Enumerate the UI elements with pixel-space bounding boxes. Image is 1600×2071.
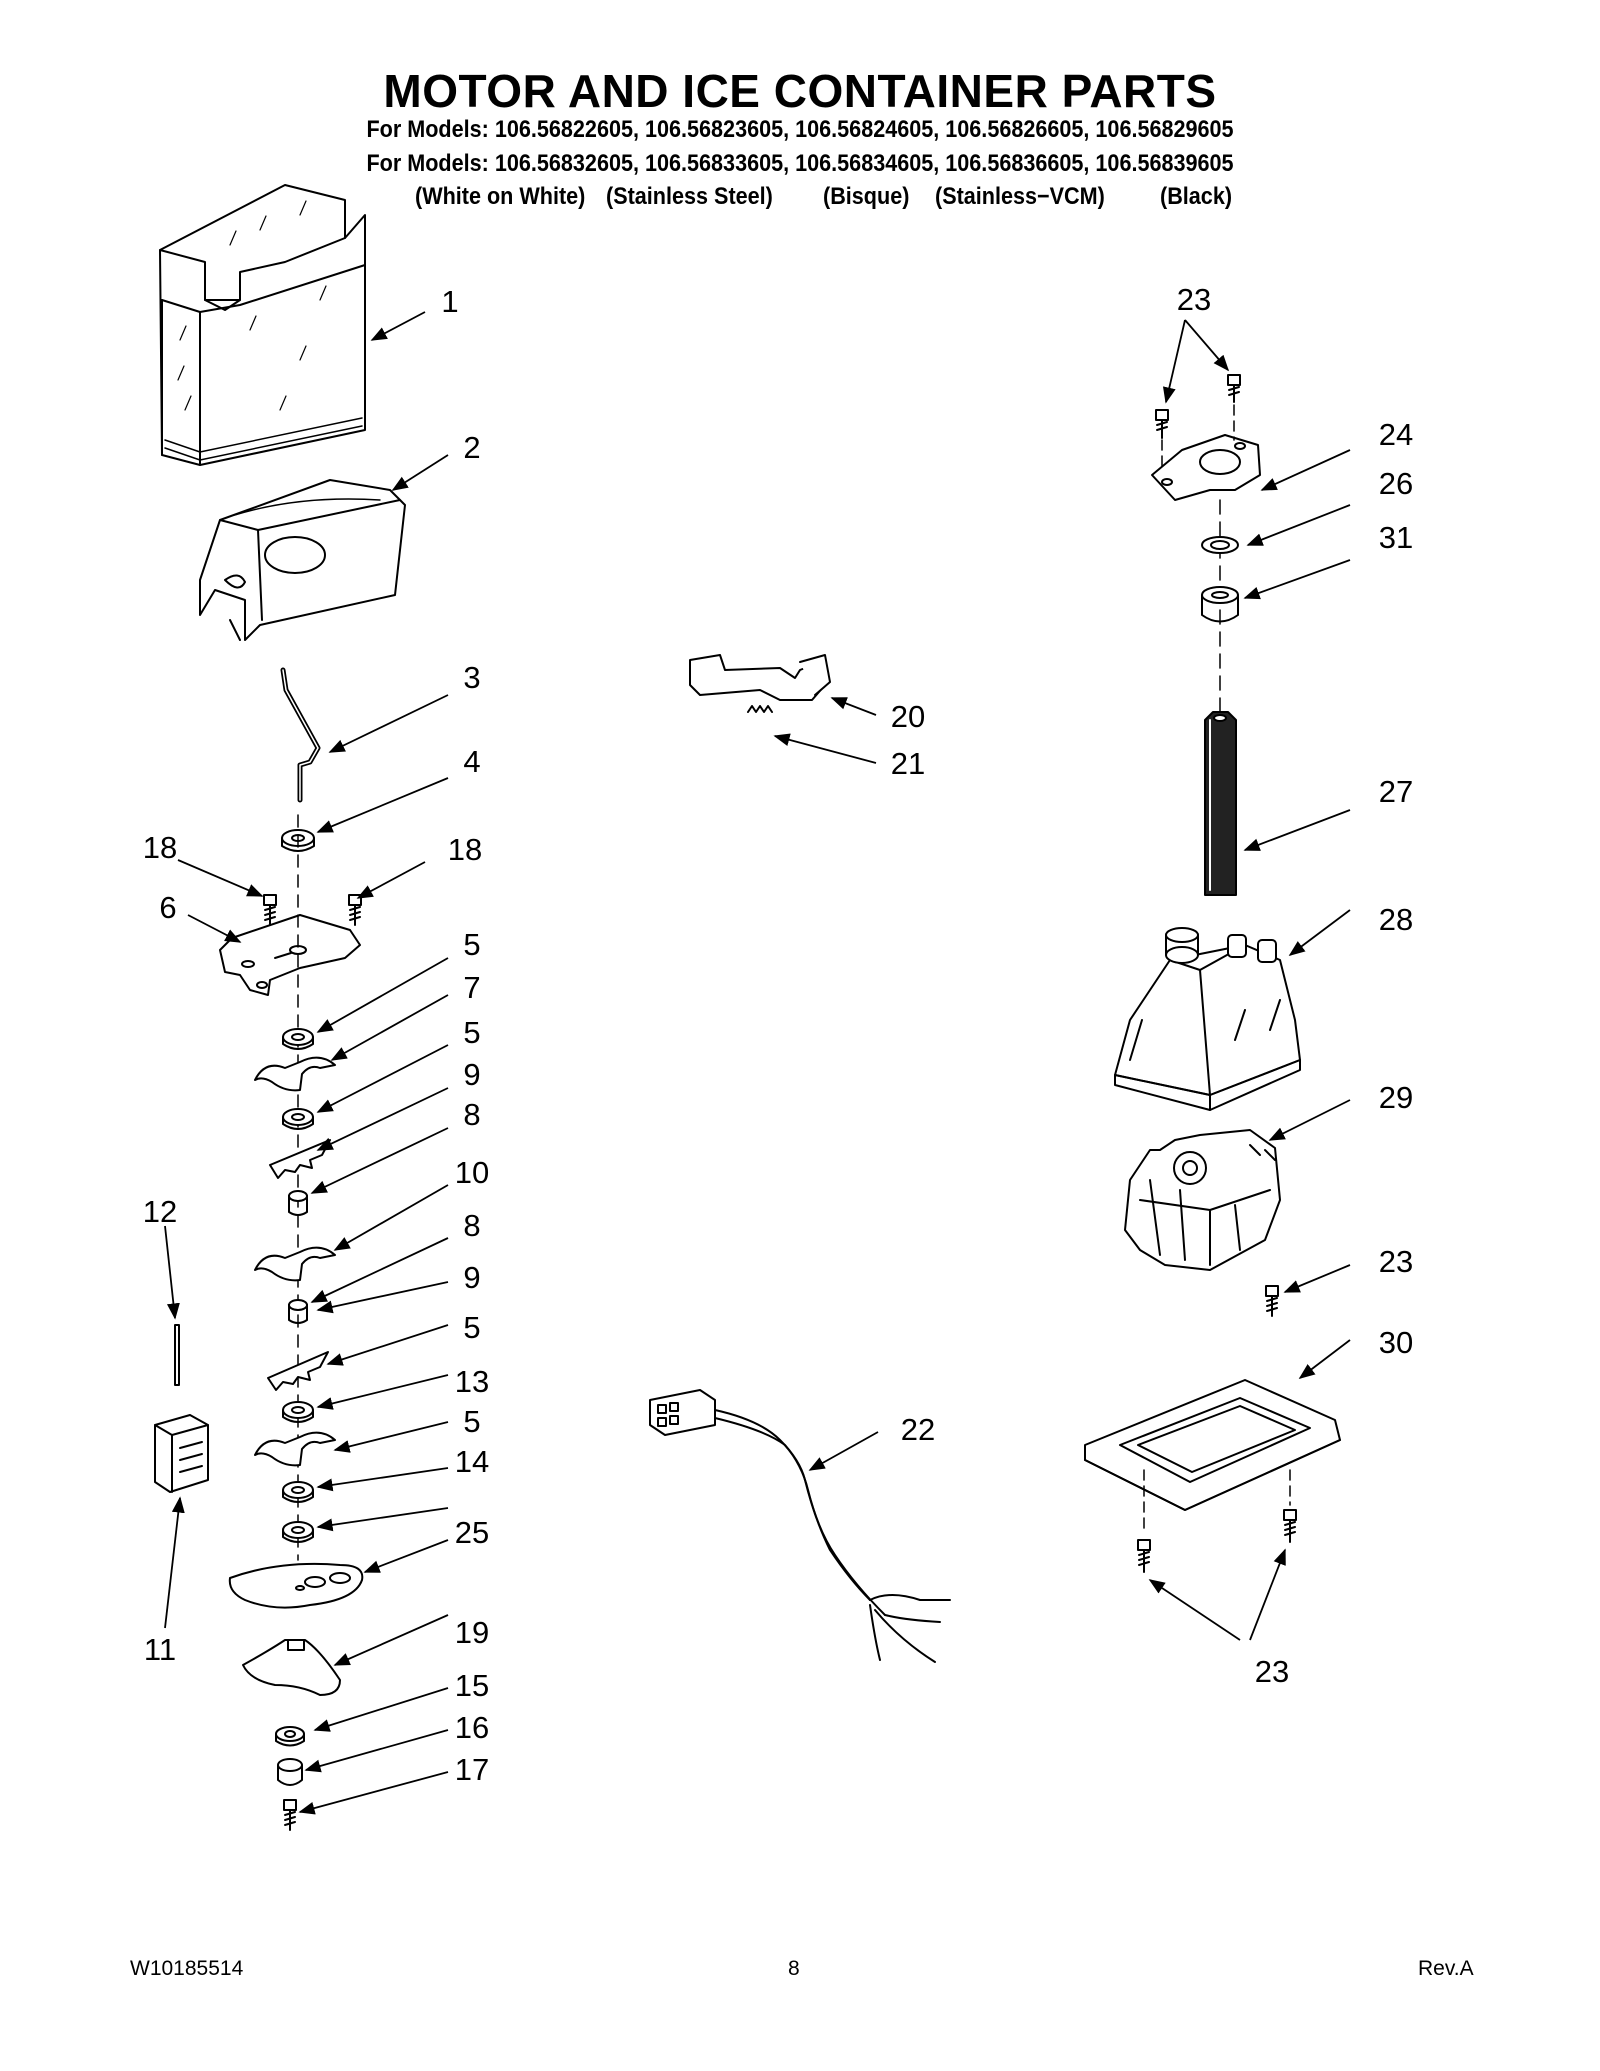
callout-7: 7 [463, 970, 480, 1005]
callout-22: 22 [901, 1412, 935, 1447]
ice-blade-7 [254, 1056, 336, 1092]
mounting-plate-6 [219, 914, 361, 996]
screw-17 [283, 1799, 297, 1831]
spring-21 [747, 705, 773, 713]
finish-stainless: (Stainless Steel) [606, 183, 773, 210]
callout-2: 2 [463, 430, 480, 465]
screw-23-middle [1265, 1285, 1279, 1317]
washer-13 [282, 1401, 314, 1423]
callout-25: 25 [455, 1515, 489, 1550]
document-number: W10185514 [130, 1957, 244, 1980]
screw-18-right [348, 894, 362, 926]
callout-17: 17 [455, 1752, 489, 1787]
models-line-1: For Models: 106.56822605, 106.56823605, … [366, 116, 1234, 143]
callout-15: 15 [455, 1668, 489, 1703]
callout-8a: 8 [463, 1097, 480, 1132]
washer-26 [1201, 536, 1239, 554]
screw-23-top-left [1155, 409, 1169, 439]
motor-cover-28 [1114, 927, 1301, 1111]
motor-29 [1124, 1129, 1281, 1271]
callout-24: 24 [1379, 417, 1413, 452]
callout-9a: 9 [463, 1057, 480, 1092]
bracket-20 [689, 654, 831, 701]
callout-21: 21 [891, 746, 925, 781]
spacer-10 [288, 1190, 308, 1216]
finish-stainless-vcm: (Stainless−VCM) [935, 183, 1105, 210]
screw-23-bottom-left [1137, 1539, 1151, 1573]
washer-15 [275, 1726, 305, 1747]
callout-23-middle: 23 [1379, 1244, 1413, 1279]
callout-27: 27 [1379, 774, 1413, 809]
finish-list: (White on White) (Stainless Steel) (Bisq… [0, 183, 1600, 213]
callout-13: 13 [455, 1364, 489, 1399]
washer-5a [282, 1028, 314, 1050]
drive-shaft-27 [1204, 711, 1237, 896]
callout-1: 1 [441, 284, 458, 319]
spacer-16 [277, 1758, 303, 1786]
callout-16: 16 [455, 1710, 489, 1745]
ice-bucket [199, 479, 406, 641]
callout-23-bottom: 23 [1255, 1654, 1289, 1689]
callout-5d: 5 [463, 1404, 480, 1439]
callout-28: 28 [1379, 902, 1413, 937]
wire-harness-22 [649, 1389, 951, 1663]
page-number: 8 [788, 1957, 800, 1980]
ice-container-liner [159, 184, 366, 466]
gasket-30 [1084, 1379, 1341, 1511]
washer-14 [282, 1481, 314, 1503]
ice-blade-5 [267, 1351, 329, 1391]
callout-31: 31 [1379, 520, 1413, 555]
washer-5b [282, 1108, 314, 1130]
callout-9b: 9 [463, 1260, 480, 1295]
screw-23-top-right [1227, 374, 1241, 403]
callout-29: 29 [1379, 1080, 1413, 1115]
callout-23-top: 23 [1177, 282, 1211, 317]
callout-5a: 5 [463, 927, 480, 962]
bearing-bracket-24 [1151, 434, 1261, 501]
washer-14b [282, 1521, 314, 1543]
finish-white: (White on White) [415, 183, 586, 210]
callout-5b: 5 [463, 1015, 480, 1050]
callout-5c: 5 [463, 1310, 480, 1345]
bushing-31 [1201, 586, 1239, 623]
callout-18-right: 18 [448, 832, 482, 867]
callout-19: 19 [455, 1615, 489, 1650]
callout-8b: 8 [463, 1208, 480, 1243]
drive-coupler-19 [242, 1639, 341, 1696]
finish-black: (Black) [1160, 183, 1233, 210]
callout-14: 14 [455, 1444, 489, 1479]
models-line-2: For Models: 106.56832605, 106.56833605, … [366, 150, 1234, 177]
callout-12: 12 [143, 1194, 177, 1229]
finish-bisque: (Bisque) [823, 183, 910, 210]
callout-30: 30 [1379, 1325, 1413, 1360]
callout-6: 6 [159, 890, 176, 925]
callout-3: 3 [463, 660, 480, 695]
ice-blade-5b [254, 1431, 336, 1467]
screw-18-left [263, 894, 277, 926]
pin-12 [174, 1324, 180, 1386]
callout-10: 10 [455, 1155, 489, 1190]
callout-26: 26 [1379, 466, 1413, 501]
page-title: MOTOR AND ICE CONTAINER PARTS [383, 65, 1217, 117]
cover-block-11 [154, 1414, 209, 1493]
ice-blade-8a [269, 1139, 331, 1179]
revision: Rev.A [1418, 1957, 1474, 1980]
callout-11: 11 [144, 1632, 176, 1667]
disc-plate-25 [228, 1562, 364, 1609]
callout-4: 4 [463, 744, 480, 779]
screw-23-bottom-right [1283, 1509, 1297, 1543]
ice-blade-8b [254, 1246, 336, 1282]
spacer-9 [288, 1299, 308, 1324]
callout-20: 20 [891, 699, 925, 734]
callout-18-left: 18 [143, 830, 177, 865]
